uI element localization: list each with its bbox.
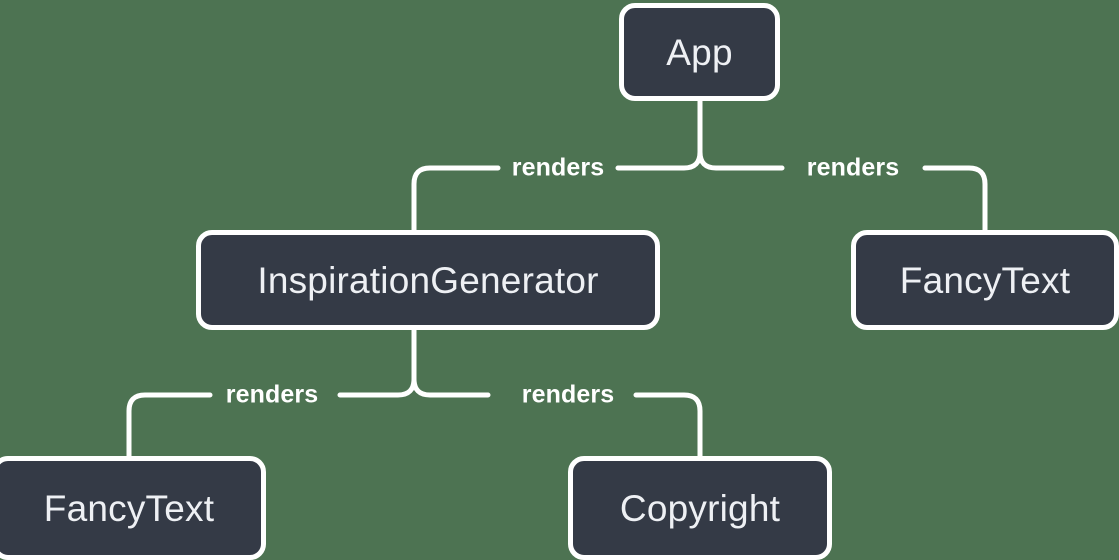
edge-app-trunk <box>615 98 703 171</box>
edge-app-to-fancytext-right <box>922 165 988 233</box>
edge-label-app-to-inspiration-generator: renders <box>511 153 605 182</box>
node-fancytext-bottom-left-label: FancyText <box>43 487 215 529</box>
edge-inspiration-generator-trunk-right <box>411 376 491 398</box>
node-inspiration-generator[interactable]: InspirationGenerator <box>196 230 660 330</box>
node-fancytext-bottom-left[interactable]: FancyText <box>0 456 266 560</box>
edge-inspiration-generator-to-fancytext <box>126 392 213 459</box>
node-fancytext-right[interactable]: FancyText <box>851 230 1119 330</box>
node-inspiration-generator-label: InspirationGenerator <box>257 259 599 301</box>
edge-label-app-to-fancytext-right: renders <box>806 153 900 182</box>
node-app[interactable]: App <box>619 3 780 101</box>
edge-label-inspiration-generator-to-copyright: renders <box>521 380 615 409</box>
node-app-label: App <box>666 31 733 73</box>
node-copyright[interactable]: Copyright <box>568 456 832 560</box>
edge-app-to-inspiration-generator <box>411 165 501 233</box>
edge-label-inspiration-generator-to-fancytext: renders <box>225 380 319 409</box>
edge-app-trunk-right <box>697 149 785 171</box>
edge-inspiration-generator-trunk <box>337 327 417 398</box>
node-copyright-label: Copyright <box>619 487 781 529</box>
edge-inspiration-generator-to-copyright <box>633 392 703 459</box>
node-fancytext-right-label: FancyText <box>899 259 1071 301</box>
